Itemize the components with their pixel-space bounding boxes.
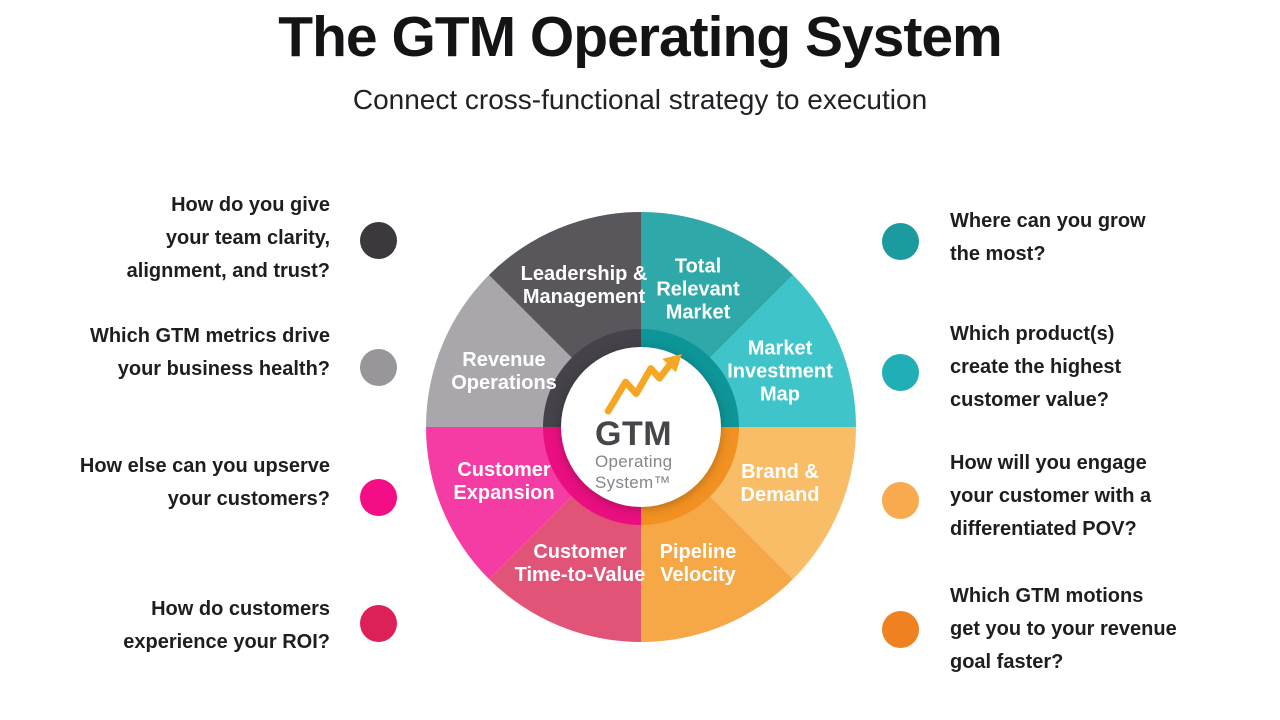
label-revenue-operations: Revenue Operations xyxy=(451,349,557,394)
dot-roi xyxy=(360,605,397,642)
wheel-center-circle xyxy=(561,347,721,507)
label-customer-time-to-value: Customer Time-to-Value xyxy=(514,541,646,586)
question-grow-most: Where can you grow the most? xyxy=(950,210,1146,265)
page-title: The GTM Operating System xyxy=(278,5,1002,69)
dot-upserve xyxy=(360,479,397,516)
page-subtitle: Connect cross-functional strategy to exe… xyxy=(352,84,928,115)
dot-grow-most xyxy=(882,223,919,260)
wheel-chart xyxy=(426,212,856,642)
dot-circle xyxy=(882,611,919,648)
dot-circle xyxy=(360,349,397,386)
dot-circle xyxy=(882,482,919,519)
label-customer-expansion: Customer Expansion xyxy=(453,459,555,504)
question-differentiated-pov: How will you engage your customer with a… xyxy=(950,452,1152,540)
label-market-investment-map: Market Investment Map xyxy=(727,337,833,406)
question-gtm-motions: Which GTM motions get you to your revenu… xyxy=(950,585,1177,673)
question-upserve: How else can you upserve your customers? xyxy=(79,455,330,510)
dot-circle xyxy=(360,222,397,259)
question-roi: How do customers experience your ROI? xyxy=(123,598,330,653)
dot-team-clarity xyxy=(360,222,397,259)
dot-circle xyxy=(882,354,919,391)
label-leadership-and-management: Leadership & Management xyxy=(520,263,648,308)
dot-circle xyxy=(882,223,919,260)
question-team-clarity: How do you give your team clarity, align… xyxy=(126,194,330,282)
label-pipeline-velocity: Pipeline Velocity xyxy=(659,541,737,586)
dot-gtm-metrics xyxy=(360,349,397,386)
gtm-operating-text: Operating xyxy=(595,452,673,471)
gtm-system-text: System™ xyxy=(595,473,671,492)
growth-arrow-icon xyxy=(604,353,682,415)
dot-circle xyxy=(360,479,397,516)
gtm-brand-text: GTM xyxy=(595,415,673,453)
dot-customer-value xyxy=(882,354,919,391)
label-total-relevant-market: Total Relevant Market xyxy=(656,255,740,324)
growth-arrow-line xyxy=(604,362,673,415)
question-gtm-metrics: Which GTM metrics drive your business he… xyxy=(89,325,330,380)
label-brand-and-demand: Brand & Demand xyxy=(740,461,820,506)
dot-gtm-motions xyxy=(882,611,919,648)
gtm-logo: GTM Operating System™ xyxy=(561,347,721,507)
dot-differentiated-pov xyxy=(882,482,919,519)
gtm-wheel-diagram: Total Relevant Market Market Investment … xyxy=(426,212,856,642)
growth-arrow-head xyxy=(662,353,682,373)
question-customer-value: Which product(s) create the highest cust… xyxy=(950,323,1122,411)
dot-circle xyxy=(360,605,397,642)
